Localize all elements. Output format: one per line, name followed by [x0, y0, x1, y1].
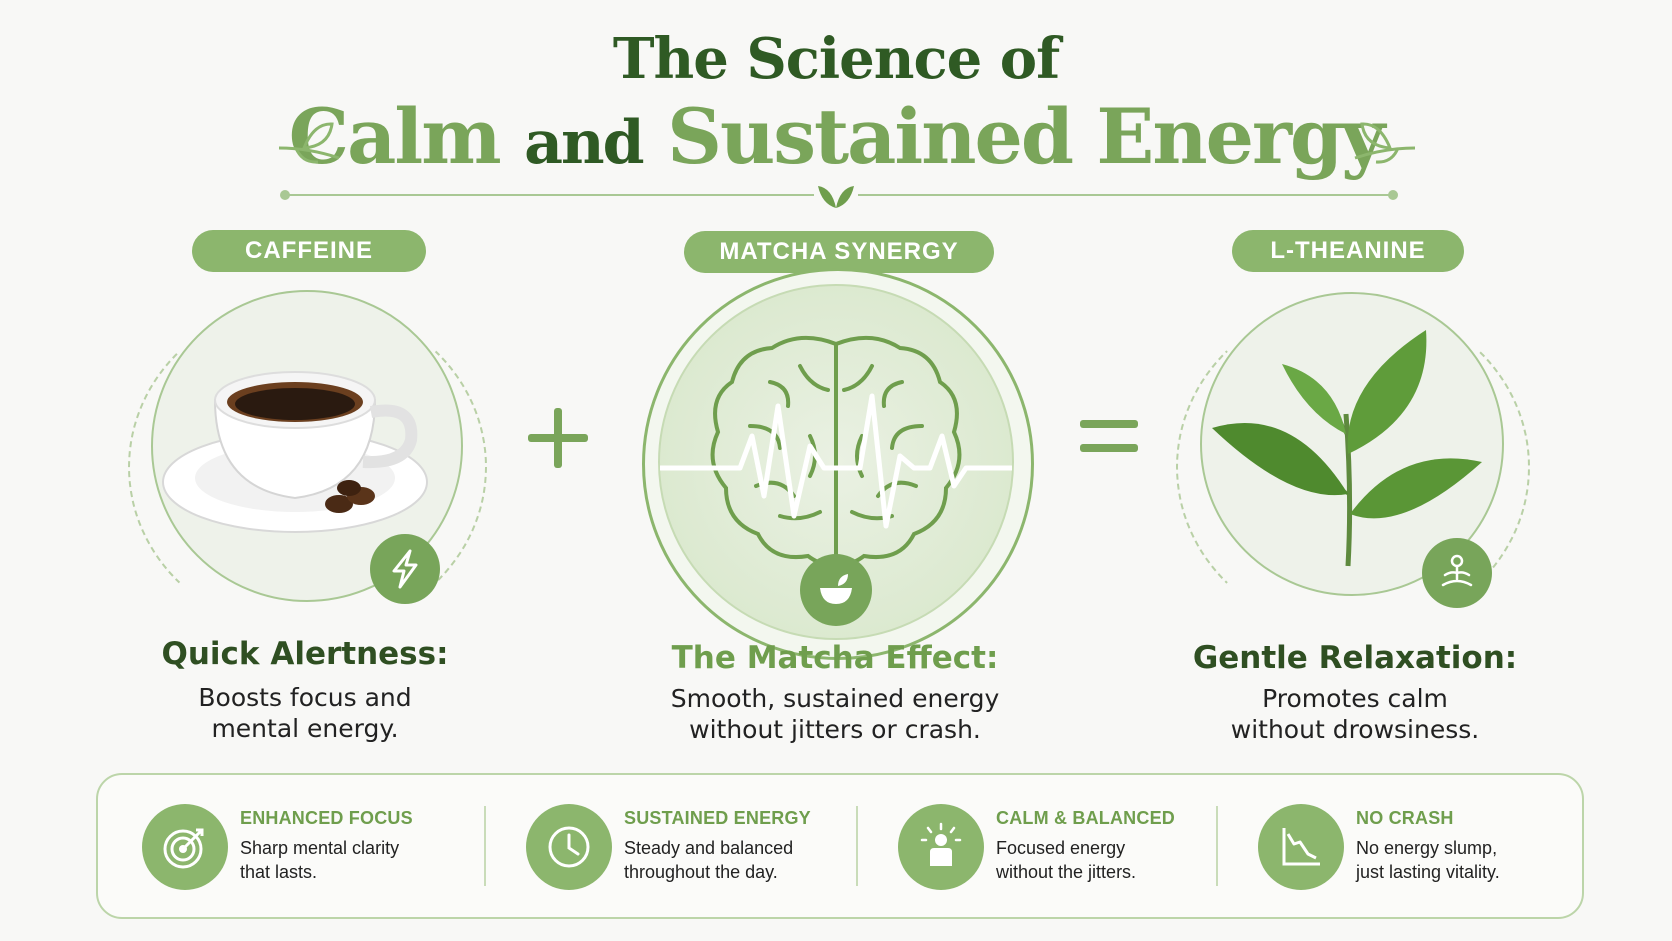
theanine-dashed-ring — [1176, 300, 1530, 634]
feature-line-2: that lasts. — [240, 862, 318, 882]
tea-leaf-icon — [1212, 330, 1482, 567]
title-energy: Sustained Energy — [667, 92, 1385, 181]
l-theanine-label: L-THEANINE — [1232, 230, 1464, 272]
declining-chart-icon — [1258, 804, 1344, 890]
feature-line-2: just lasting vitality. — [1356, 862, 1500, 882]
lightning-icon — [392, 549, 418, 589]
divider-dot-right — [1388, 190, 1398, 200]
feature-line-1: Sharp mental clarity — [240, 838, 400, 858]
feature-separator — [484, 806, 486, 886]
feature-sustained-energy: SUSTAINED ENERGY Steady and balanced thr… — [526, 804, 856, 890]
matcha-desc-1: Smooth, sustained energy — [670, 684, 1000, 713]
person-calm-icon — [898, 804, 984, 890]
clock-icon — [526, 804, 612, 890]
matcha-desc-2: without jitters or crash. — [689, 715, 981, 744]
left-leaf-sprig-icon — [278, 122, 340, 164]
divider-leaf-icon — [814, 178, 858, 210]
feature-line-2: without the jitters. — [996, 862, 1137, 882]
feature-line-1: Focused energy — [996, 838, 1126, 858]
feature-title: SUSTAINED ENERGY — [624, 808, 811, 828]
right-leaf-sprig-icon — [1354, 122, 1416, 164]
divider-dot-left — [280, 190, 290, 200]
theanine-desc-1: Promotes calm — [1262, 684, 1448, 713]
matcha-bowl-icon — [820, 574, 852, 604]
feature-separator — [1216, 806, 1218, 886]
title-line-1: The Science of — [612, 26, 1060, 92]
meditation-badge — [1422, 538, 1492, 608]
matcha-synergy-label: MATCHA SYNERGY — [684, 231, 994, 273]
caffeine-dashed-ring — [128, 300, 487, 634]
brain-icon — [640, 335, 1040, 566]
feature-title: ENHANCED FOCUS — [240, 808, 413, 828]
lightning-badge — [370, 534, 440, 604]
equals-operator — [1080, 418, 1138, 458]
meditation-icon — [1441, 554, 1473, 587]
theanine-desc-2: without drowsiness. — [1230, 715, 1480, 744]
matcha-heading: The Matcha Effect: — [671, 640, 999, 676]
feature-line-1: Steady and balanced — [624, 838, 794, 858]
caffeine-desc-2: mental energy. — [211, 714, 399, 743]
feature-separator — [856, 806, 858, 886]
title-calm: Calm — [288, 92, 502, 181]
title-line-2: Calm and Sustained Energy — [0, 92, 1672, 188]
feature-no-crash: NO CRASH No energy slump, just lasting v… — [1258, 804, 1568, 890]
caffeine-desc-1: Boosts focus and — [198, 683, 412, 712]
plus-operator — [528, 408, 588, 468]
feature-calm-balanced: CALM & BALANCED Focused energy without t… — [898, 804, 1208, 890]
feature-title: NO CRASH — [1356, 808, 1454, 828]
target-icon — [142, 804, 228, 890]
feature-title: CALM & BALANCED — [996, 808, 1175, 828]
theanine-circle — [1200, 292, 1504, 596]
caffeine-label: CAFFEINE — [192, 230, 426, 272]
caffeine-heading: Quick Alertness: — [161, 636, 449, 672]
theanine-heading: Gentle Relaxation: — [1192, 640, 1518, 676]
matcha-bowl-badge — [800, 554, 872, 626]
feature-line-2: throughout the day. — [624, 862, 778, 882]
feature-line-1: No energy slump, — [1356, 838, 1498, 858]
feature-enhanced-focus: ENHANCED FOCUS Sharp mental clarity that… — [142, 804, 472, 890]
title-and: and — [524, 108, 644, 178]
coffee-cup-icon — [162, 371, 428, 533]
